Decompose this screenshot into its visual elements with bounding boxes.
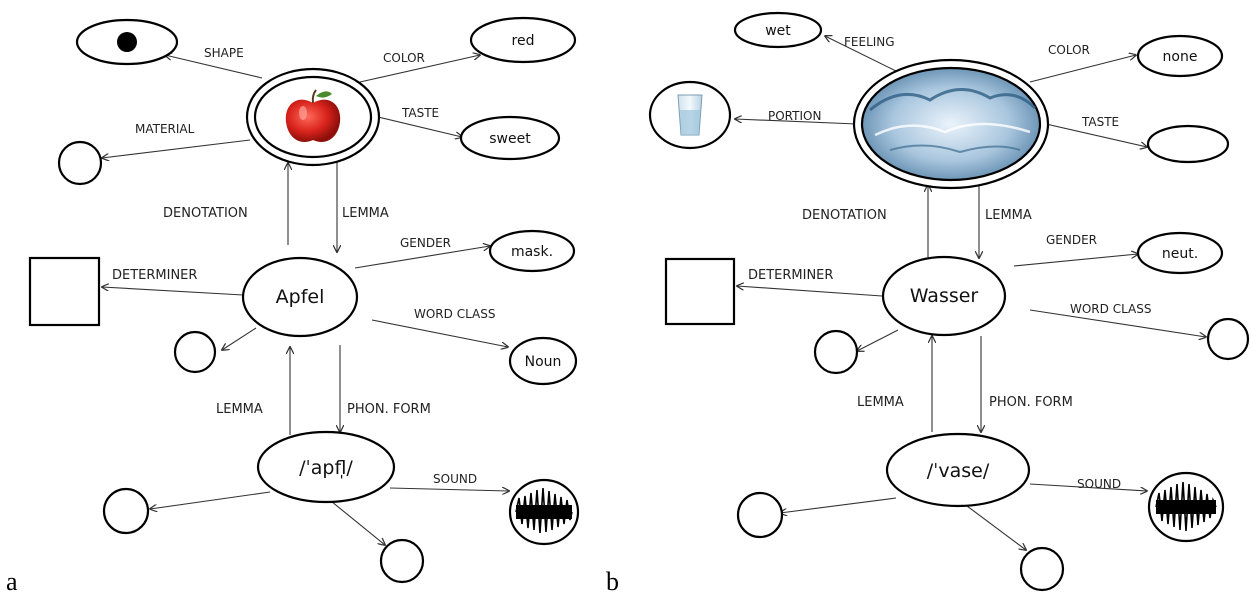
panel-letter-a: a <box>6 567 18 594</box>
color-value: none <box>1163 49 1198 65</box>
material-node <box>57 140 103 186</box>
phon-form-word: /ˈapfl̩/ <box>299 457 353 479</box>
gender-value: mask. <box>511 244 553 260</box>
feeling-label: FEELING <box>844 35 895 49</box>
lemma-up-label: LEMMA <box>857 395 904 410</box>
apple-concept-node <box>245 67 381 167</box>
word-class-value: Noun <box>525 354 562 370</box>
color-label: COLOR <box>1048 43 1090 57</box>
word-class-label: WORD CLASS <box>414 307 496 321</box>
portion-label: PORTION <box>768 109 821 123</box>
sound-node <box>1147 471 1225 543</box>
panel-a: SHAPE COLOR TASTE MATERIAL DENOTATION LE… <box>6 16 580 594</box>
phon-form-node: /ˈapfl̩/ <box>256 430 396 504</box>
panel-letter-b: b <box>606 567 619 594</box>
water-concept-node <box>852 58 1050 190</box>
empty-node <box>379 538 425 584</box>
determiner-label: DETERMINER <box>112 268 197 283</box>
taste-value-node: sweet <box>459 115 561 161</box>
word-class-value-node: Noun <box>508 336 578 386</box>
panel-b: FEELING COLOR PORTION TASTE DENOTATION L… <box>606 11 1250 594</box>
black-dot-icon <box>117 32 137 52</box>
lemma-down-label: LEMMA <box>985 208 1032 223</box>
color-value-node: none <box>1136 34 1224 78</box>
portion-node <box>648 80 732 150</box>
taste-value: sweet <box>489 131 531 147</box>
empty-node <box>102 487 150 535</box>
lemma-node: Apfel <box>241 256 359 338</box>
color-value: red <box>512 33 535 49</box>
taste-value-node <box>1146 124 1230 164</box>
determiner-label: DETERMINER <box>748 268 833 283</box>
gender-label: GENDER <box>400 236 451 250</box>
sound-label: SOUND <box>433 472 477 486</box>
lemma-down-label: LEMMA <box>342 206 389 221</box>
lemma-up-label: LEMMA <box>216 402 263 417</box>
lemma-word: Wasser <box>910 285 979 307</box>
empty-node <box>813 329 859 375</box>
shape-label: SHAPE <box>204 46 244 60</box>
water-splash-icon <box>860 66 1042 182</box>
phon-form-word: /ˈvase/ <box>927 460 990 482</box>
gender-value-node: mask. <box>488 229 576 273</box>
gender-value: neut. <box>1162 246 1198 262</box>
denotation-label: DENOTATION <box>163 206 248 221</box>
determiner-node <box>664 257 736 326</box>
feeling-value-node: wet <box>733 11 823 49</box>
taste-label: TASTE <box>1081 115 1119 129</box>
sound-waveform-icon <box>515 487 573 534</box>
gender-label: GENDER <box>1046 233 1097 247</box>
color-label: COLOR <box>383 51 425 65</box>
empty-node <box>173 330 217 374</box>
empty-node <box>736 491 784 539</box>
sound-label: SOUND <box>1077 477 1121 491</box>
empty-node <box>1206 317 1250 361</box>
lemma-word: Apfel <box>276 286 325 308</box>
feeling-value: wet <box>765 23 791 39</box>
phon-form-node: /ˈvase/ <box>885 432 1031 508</box>
phon-form-label: PHON. FORM <box>989 395 1073 410</box>
shape-node <box>75 18 179 66</box>
water-glass-icon <box>677 94 703 136</box>
taste-label: TASTE <box>401 106 439 120</box>
sound-node <box>508 478 580 546</box>
sound-waveform-icon <box>1155 481 1217 532</box>
gender-value-node: neut. <box>1136 231 1224 275</box>
red-apple-icon <box>285 89 341 142</box>
word-class-label: WORD CLASS <box>1070 302 1152 316</box>
empty-node <box>1019 546 1065 592</box>
color-value-node: red <box>469 16 577 64</box>
phon-form-label: PHON. FORM <box>347 402 431 417</box>
determiner-node <box>28 256 101 327</box>
material-label: MATERIAL <box>135 122 195 136</box>
denotation-label: DENOTATION <box>802 208 887 223</box>
lemma-node: Wasser <box>881 255 1007 337</box>
